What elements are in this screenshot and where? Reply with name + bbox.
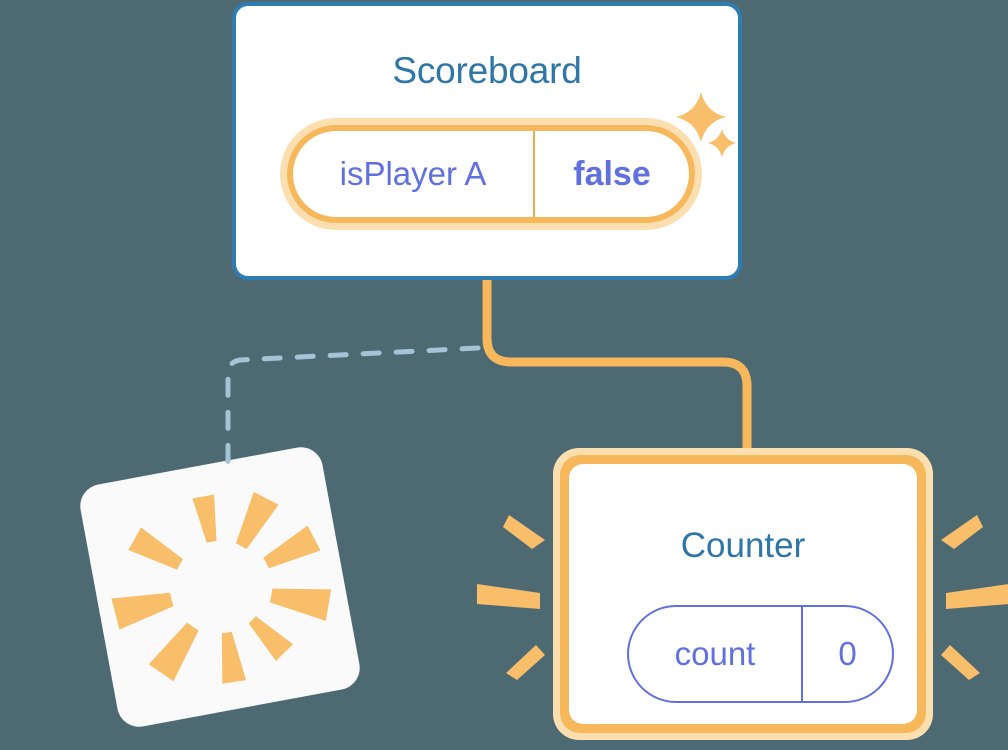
scoreboard-property-value: false	[573, 154, 651, 193]
counter-ray-left-top	[503, 515, 545, 549]
counter-property-pill[interactable]: count 0	[627, 605, 894, 703]
burst-ray	[248, 616, 294, 662]
counter-ray-left-bottom	[506, 645, 545, 680]
burst-ray	[192, 494, 217, 543]
scoreboard-property-pill[interactable]: isPlayer A false	[280, 118, 702, 230]
burst-ray	[148, 622, 199, 682]
pill-face: isPlayer A false	[293, 131, 689, 217]
scoreboard-property-key: isPlayer A	[339, 155, 487, 192]
sparkle-small-icon	[708, 129, 736, 157]
sparkle-large-icon	[676, 92, 726, 142]
burst-ray	[221, 631, 247, 684]
dashed-connector-path	[225, 345, 481, 473]
counter-ray-right-bottom	[941, 645, 980, 680]
burst-ray	[270, 588, 332, 621]
counter-property-key: count	[674, 635, 756, 672]
scoreboard-title: Scoreboard	[392, 50, 582, 91]
burst-ray	[263, 525, 321, 569]
counter-face: Counter count 0	[569, 464, 917, 724]
pill-ring: isPlayer A false	[287, 125, 695, 223]
counter-title: Counter	[680, 526, 806, 565]
burst-ray	[128, 527, 183, 570]
burst-ray	[111, 592, 174, 630]
counter-ray-right-top	[941, 515, 983, 549]
counter-ray-left-mid	[477, 584, 540, 609]
counter-card[interactable]: Counter count 0	[553, 448, 933, 740]
counter-property-value: 0	[838, 635, 857, 672]
scoreboard-card[interactable]: Scoreboard isPlayer A false	[232, 2, 742, 280]
counter-ray-right-mid	[946, 584, 1008, 609]
counter-ring: Counter count 0	[560, 455, 926, 733]
pill-divider	[533, 131, 535, 217]
burst-ray	[235, 491, 279, 549]
solid-connector-path	[482, 280, 752, 470]
counter-pill-divider	[801, 607, 803, 701]
